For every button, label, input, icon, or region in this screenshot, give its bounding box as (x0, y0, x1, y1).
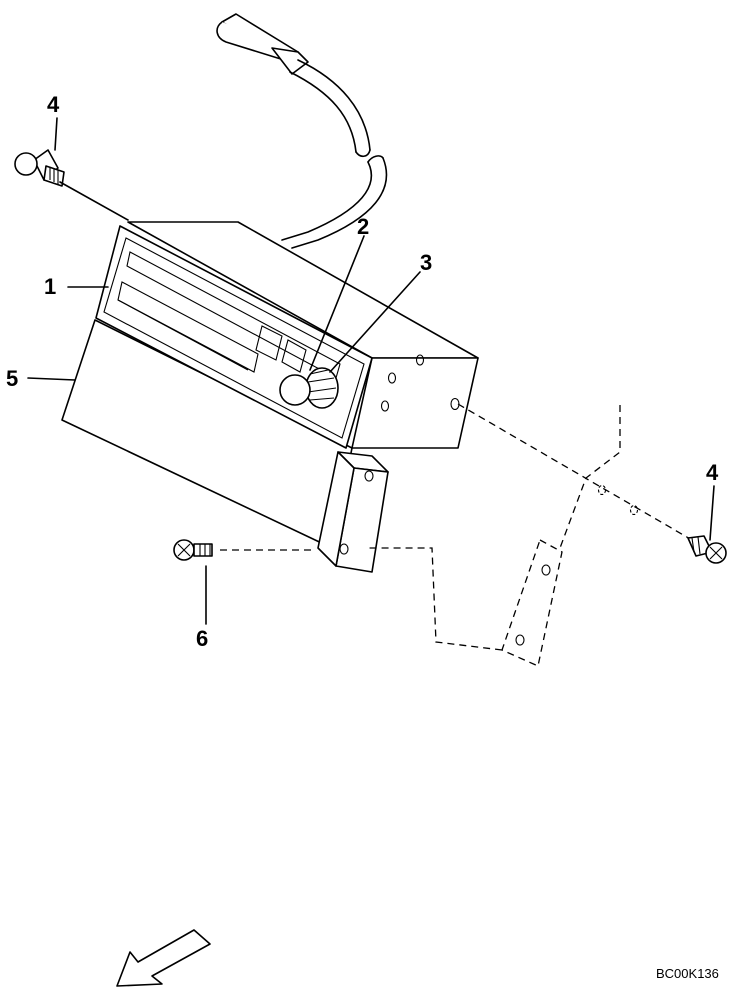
callout-4-top-left: 4 (47, 92, 60, 117)
bolt-bottom (173, 539, 213, 561)
front-direction-arrow-icon (116, 929, 211, 987)
callout-1: 1 (44, 274, 56, 299)
callout-4-right: 4 (706, 460, 719, 485)
drawing-code: BC00K136 (656, 966, 719, 981)
leader-lines (27, 117, 715, 625)
callout-2: 2 (357, 214, 369, 239)
callout-5: 5 (6, 366, 18, 391)
monitor-unit (61, 221, 479, 549)
unit-bracket (317, 451, 389, 573)
cable-connector (216, 13, 388, 249)
callout-3: 3 (420, 250, 432, 275)
vehicle-bracket-outline (220, 403, 693, 667)
bolt-top-left (14, 149, 129, 221)
adjustment-knob (279, 367, 339, 409)
callout-6: 6 (196, 626, 208, 651)
bolt-right (687, 535, 727, 564)
